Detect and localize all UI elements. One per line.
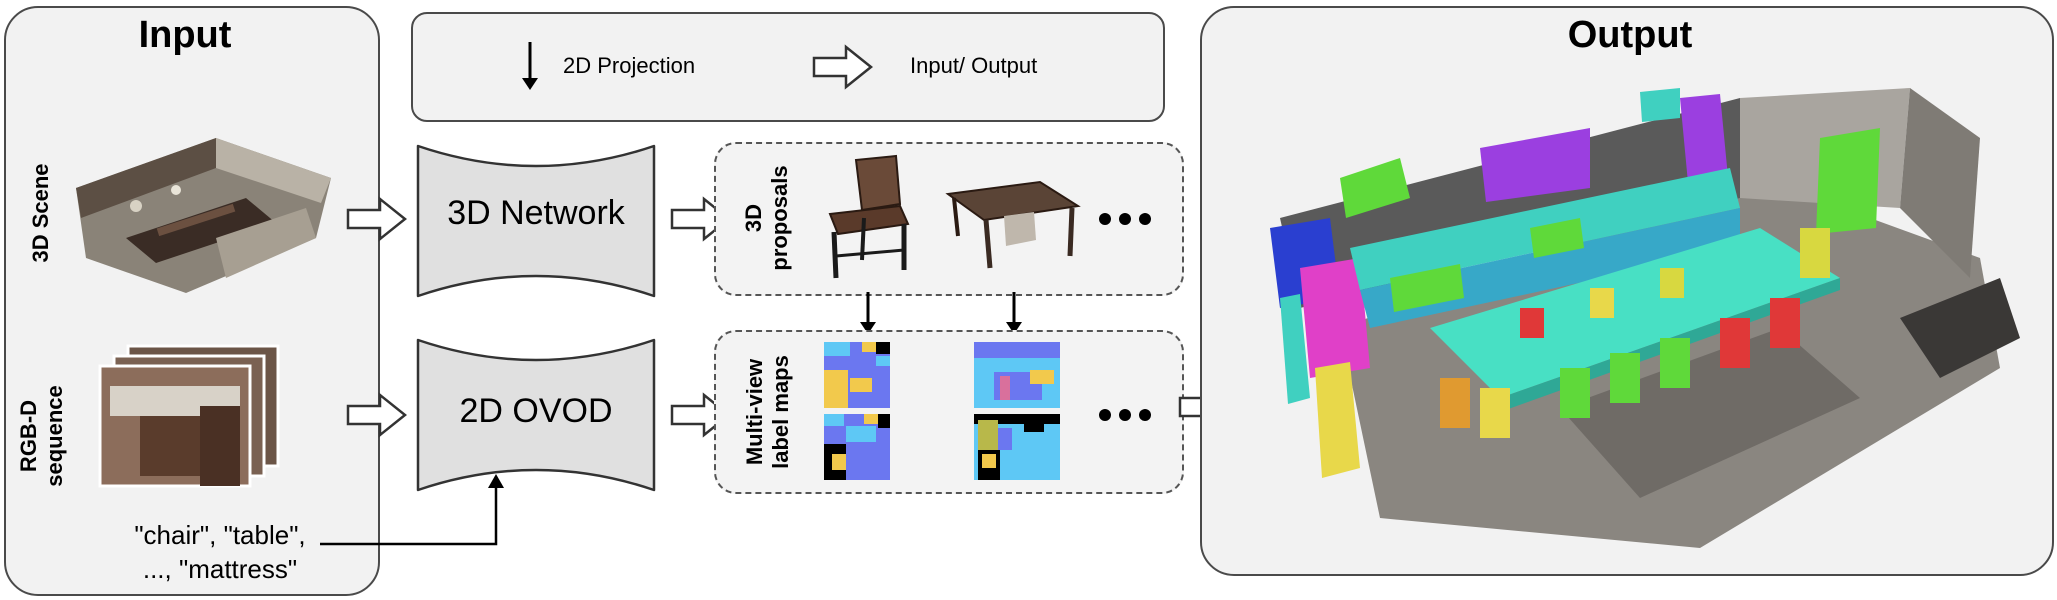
- label-map: [824, 342, 890, 408]
- down-arrow-icon: [860, 292, 876, 334]
- proposals-label: 3D proposals: [741, 163, 793, 273]
- hollow-arrow-icon: [812, 44, 874, 90]
- input-3d-scene-image: [76, 138, 331, 293]
- rgbd-label: RGB-D sequence: [16, 366, 68, 506]
- ellipsis-icon: [1099, 409, 1151, 421]
- chair-proposal-image: [828, 154, 910, 279]
- scene-label: 3D Scene: [28, 163, 53, 263]
- rgbd-label-line2: sequence: [42, 385, 67, 487]
- ovod-2d-shape: [416, 338, 656, 492]
- rgbd-label-line1: RGB-D: [16, 399, 41, 473]
- rgbd-sequence-image: [98, 344, 280, 488]
- query-connector-arrow: [320, 474, 504, 546]
- label-map: [974, 342, 1060, 408]
- label-maps-label: Multi-view label maps: [742, 342, 794, 482]
- text-query-line2: ..., "mattress": [142, 554, 298, 584]
- label-map: [974, 414, 1060, 480]
- legend-projection-label: 2D Projection: [563, 53, 696, 78]
- down-arrow-icon: [522, 42, 538, 90]
- text-query-line1: "chair", "table",: [134, 520, 306, 550]
- hollow-arrow-icon: [346, 196, 408, 242]
- table-proposal-image: [945, 180, 1081, 269]
- label-map: [824, 414, 890, 480]
- ellipsis-icon: [1099, 213, 1151, 225]
- label-maps-label-line2: label maps: [768, 355, 793, 469]
- down-arrow-icon: [1006, 292, 1022, 334]
- network-3d-label: 3D Network: [447, 194, 625, 232]
- output-segmented-scene-image: [1270, 88, 2020, 548]
- text-query: "chair", "table", ..., "mattress": [90, 518, 350, 586]
- network-3d-shape: [416, 144, 656, 298]
- output-title: Output: [1567, 14, 1693, 56]
- legend-io-label: Input/ Output: [910, 53, 1038, 78]
- input-title: Input: [138, 14, 232, 56]
- input-panel: [4, 6, 380, 596]
- chair-group: [1440, 228, 1830, 438]
- label-maps-label-line1: Multi-view: [742, 358, 767, 466]
- ovod-2d-label: 2D OVOD: [459, 392, 613, 430]
- hollow-arrow-icon: [346, 392, 408, 438]
- proposals-label-line1: 3D: [741, 203, 766, 233]
- proposals-label-line2: proposals: [767, 165, 792, 271]
- legend-box: [411, 12, 1165, 122]
